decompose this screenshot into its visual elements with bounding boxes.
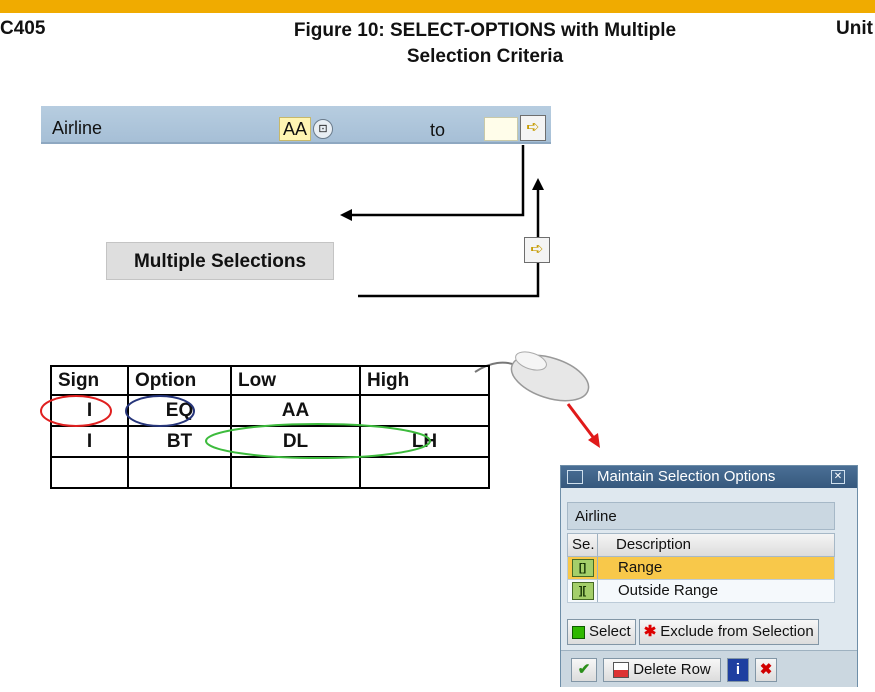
cell-option: BT bbox=[127, 425, 232, 458]
table-row: I BT DL LH bbox=[50, 425, 490, 458]
multiple-selection-arrow-icon[interactable]: ➪ bbox=[520, 115, 546, 141]
cell-sign: I bbox=[50, 425, 129, 458]
range-circle-green bbox=[205, 423, 431, 459]
option-description: Outside Range bbox=[618, 582, 719, 599]
col-sign-header: Se. bbox=[568, 534, 598, 556]
delete-row-button[interactable]: Delete Row bbox=[603, 658, 721, 682]
header-low: Low bbox=[230, 365, 361, 396]
airline-high-input[interactable] bbox=[484, 117, 518, 141]
top-accent-bar bbox=[0, 0, 875, 13]
green-square-icon bbox=[572, 625, 585, 639]
cancel-icon[interactable]: ✖ bbox=[755, 658, 777, 682]
figure-title-line2: Selection Criteria bbox=[406, 46, 564, 67]
selection-criteria-table: Sign Option Low High I EQ AA I BT DL LH bbox=[50, 365, 490, 489]
dialog-footer-toolbar: ✔ Delete Row i ✖ bbox=[561, 650, 857, 687]
dialog-action-buttons: Select ✱ Exclude from Selection bbox=[567, 619, 819, 645]
range-sign-icon: [] bbox=[571, 559, 594, 577]
option-row-range[interactable]: [] Range bbox=[567, 557, 835, 580]
select-options-field: Airline AA ⊡ to ➪ bbox=[41, 106, 551, 144]
option-row-outside-range[interactable]: ][ Outside Range bbox=[567, 580, 835, 603]
header-high: High bbox=[359, 365, 490, 396]
confirm-check-icon[interactable]: ✔ bbox=[571, 658, 597, 682]
select-button-label: Select bbox=[589, 623, 631, 640]
dialog-title-bar: Maintain Selection Options ✕ bbox=[561, 466, 857, 488]
cell-high bbox=[359, 456, 490, 489]
cell-option bbox=[127, 456, 232, 489]
header-option: Option bbox=[127, 365, 232, 396]
outside-range-sign-icon: ][ bbox=[571, 582, 594, 600]
cell-high: LH bbox=[359, 425, 490, 458]
delete-row-label: Delete Row bbox=[633, 661, 711, 678]
cell-low bbox=[230, 456, 361, 489]
unit-label: Unit bbox=[836, 18, 873, 39]
exclude-button-label: Exclude from Selection bbox=[660, 623, 814, 640]
option-circle-blue bbox=[125, 395, 195, 427]
close-icon[interactable]: ✕ bbox=[831, 470, 845, 484]
options-grid: Se. Description [] Range ][ Outside Rang… bbox=[567, 533, 835, 603]
table-row: I EQ AA bbox=[50, 394, 490, 427]
airline-low-input[interactable]: AA bbox=[279, 117, 311, 141]
table-row bbox=[50, 456, 490, 489]
sign-circle-red bbox=[40, 395, 112, 427]
col-description-header: Description bbox=[616, 536, 692, 553]
window-icon bbox=[567, 470, 583, 484]
figure-title: Figure 10: SELECT-OPTIONS with Multiple … bbox=[250, 18, 720, 70]
to-label: to bbox=[430, 120, 446, 140]
cell-low: AA bbox=[230, 394, 361, 427]
option-description: Range bbox=[618, 559, 663, 576]
dialog-panel-label: Airline bbox=[567, 502, 835, 530]
grid-header: Se. Description bbox=[567, 533, 835, 557]
exclude-from-selection-button[interactable]: ✱ Exclude from Selection bbox=[638, 619, 819, 645]
airline-label: Airline bbox=[52, 118, 103, 138]
multiple-selection-arrow-icon-2[interactable]: ➪ bbox=[524, 237, 550, 263]
cell-low: DL bbox=[230, 425, 361, 458]
select-button[interactable]: Select bbox=[567, 619, 636, 645]
course-code: C405 bbox=[0, 18, 46, 39]
table-header-row: Sign Option Low High bbox=[50, 365, 490, 396]
cell-high bbox=[359, 394, 490, 427]
red-cross-icon: ✱ bbox=[643, 623, 657, 640]
dialog-title: Maintain Selection Options bbox=[597, 468, 776, 485]
header-sign: Sign bbox=[50, 365, 129, 396]
cell-sign bbox=[50, 456, 129, 489]
delete-row-icon bbox=[613, 662, 630, 678]
maintain-selection-options-dialog: Maintain Selection Options ✕ Airline Se.… bbox=[560, 465, 858, 687]
figure-title-line1: Figure 10: SELECT-OPTIONS with Multiple bbox=[293, 20, 677, 41]
multiple-selections-button[interactable]: Multiple Selections bbox=[106, 242, 334, 280]
search-help-icon[interactable]: ⊡ bbox=[313, 119, 333, 139]
info-icon[interactable]: i bbox=[727, 658, 749, 682]
